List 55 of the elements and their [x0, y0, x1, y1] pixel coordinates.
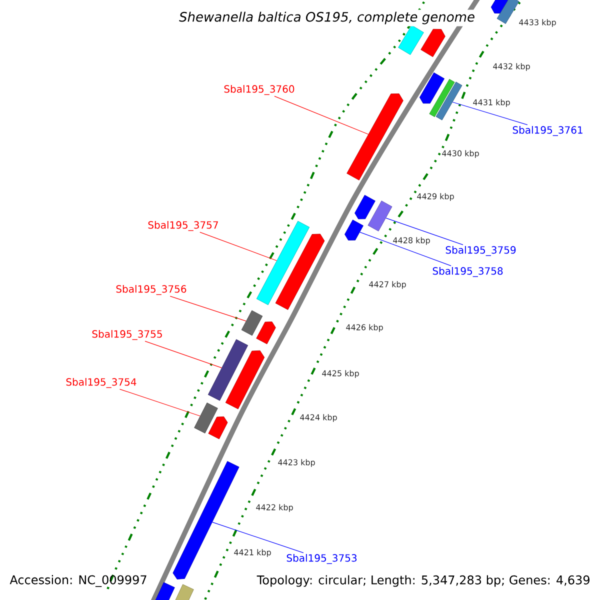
gene-label: Sbal195_3754 [66, 378, 136, 388]
scale-label: 4428 kbp [393, 237, 430, 245]
gene-label: Sbal195_3760 [224, 85, 294, 95]
gene-feature [354, 194, 376, 220]
gene-feature [208, 339, 248, 401]
gene-feature [174, 584, 194, 600]
leader-line [200, 232, 277, 261]
scale-label: 4432 kbp [493, 63, 530, 71]
scale-label: 4431 kbp [473, 99, 510, 107]
gene-feature [429, 78, 455, 118]
leader-line [119, 388, 200, 416]
gene-feature [275, 234, 325, 310]
leader-line [360, 232, 452, 266]
gene-label: Sbal195_3756 [116, 285, 186, 295]
gene-feature [496, 0, 520, 24]
gene-feature [436, 82, 462, 120]
gene-label: Sbal195_3759 [446, 246, 516, 256]
gene-feature [256, 220, 310, 306]
map-title: Shewanella baltica OS195, complete genome [177, 10, 477, 26]
scale-label: 4424 kbp [300, 414, 337, 422]
gene-feature [225, 350, 265, 410]
gene-label: Sbal195_3758 [432, 267, 503, 277]
leader-line [274, 96, 369, 135]
scale-label: 4427 kbp [369, 281, 406, 289]
leader-line [452, 102, 528, 126]
scale-label: 4429 kbp [417, 193, 454, 201]
gene-feature [398, 25, 424, 55]
gene-label: Sbal195_3755 [92, 330, 162, 340]
gene-feature [368, 200, 392, 232]
scale-label: 4425 kbp [322, 370, 359, 378]
gene-feature [155, 582, 175, 600]
leader-line [170, 296, 246, 322]
gene-feature [490, 0, 510, 14]
gene-feature [419, 72, 445, 104]
gene-feature [420, 28, 446, 58]
leader-line [386, 218, 464, 246]
gene-label: Sbal195_3753 [286, 554, 357, 564]
leader-line [212, 522, 304, 554]
scale-label: 4433 kbp [519, 19, 556, 27]
gene-label: Sbal195_3757 [148, 221, 218, 231]
gene-feature [208, 416, 228, 440]
gene-feature [256, 322, 276, 344]
gene-feature [344, 220, 364, 240]
gene-feature [194, 402, 218, 434]
accession-text: Accession: NC_009997 [10, 575, 146, 587]
genome-info-text: Topology: circular; Length: 5,347,283 bp; Genes: 4,639 [256, 575, 590, 587]
scale-label: 4421 kbp [234, 549, 271, 557]
scale-label: 4422 kbp [256, 504, 293, 512]
gene-label: Sbal195_3761 [512, 126, 582, 136]
scale-label: 4430 kbp [442, 150, 479, 158]
scale-label: 4426 kbp [346, 324, 383, 332]
gene-feature [346, 93, 404, 180]
scale-label: 4423 kbp [278, 459, 315, 467]
gene-feature [241, 310, 263, 336]
leader-line [144, 340, 222, 368]
